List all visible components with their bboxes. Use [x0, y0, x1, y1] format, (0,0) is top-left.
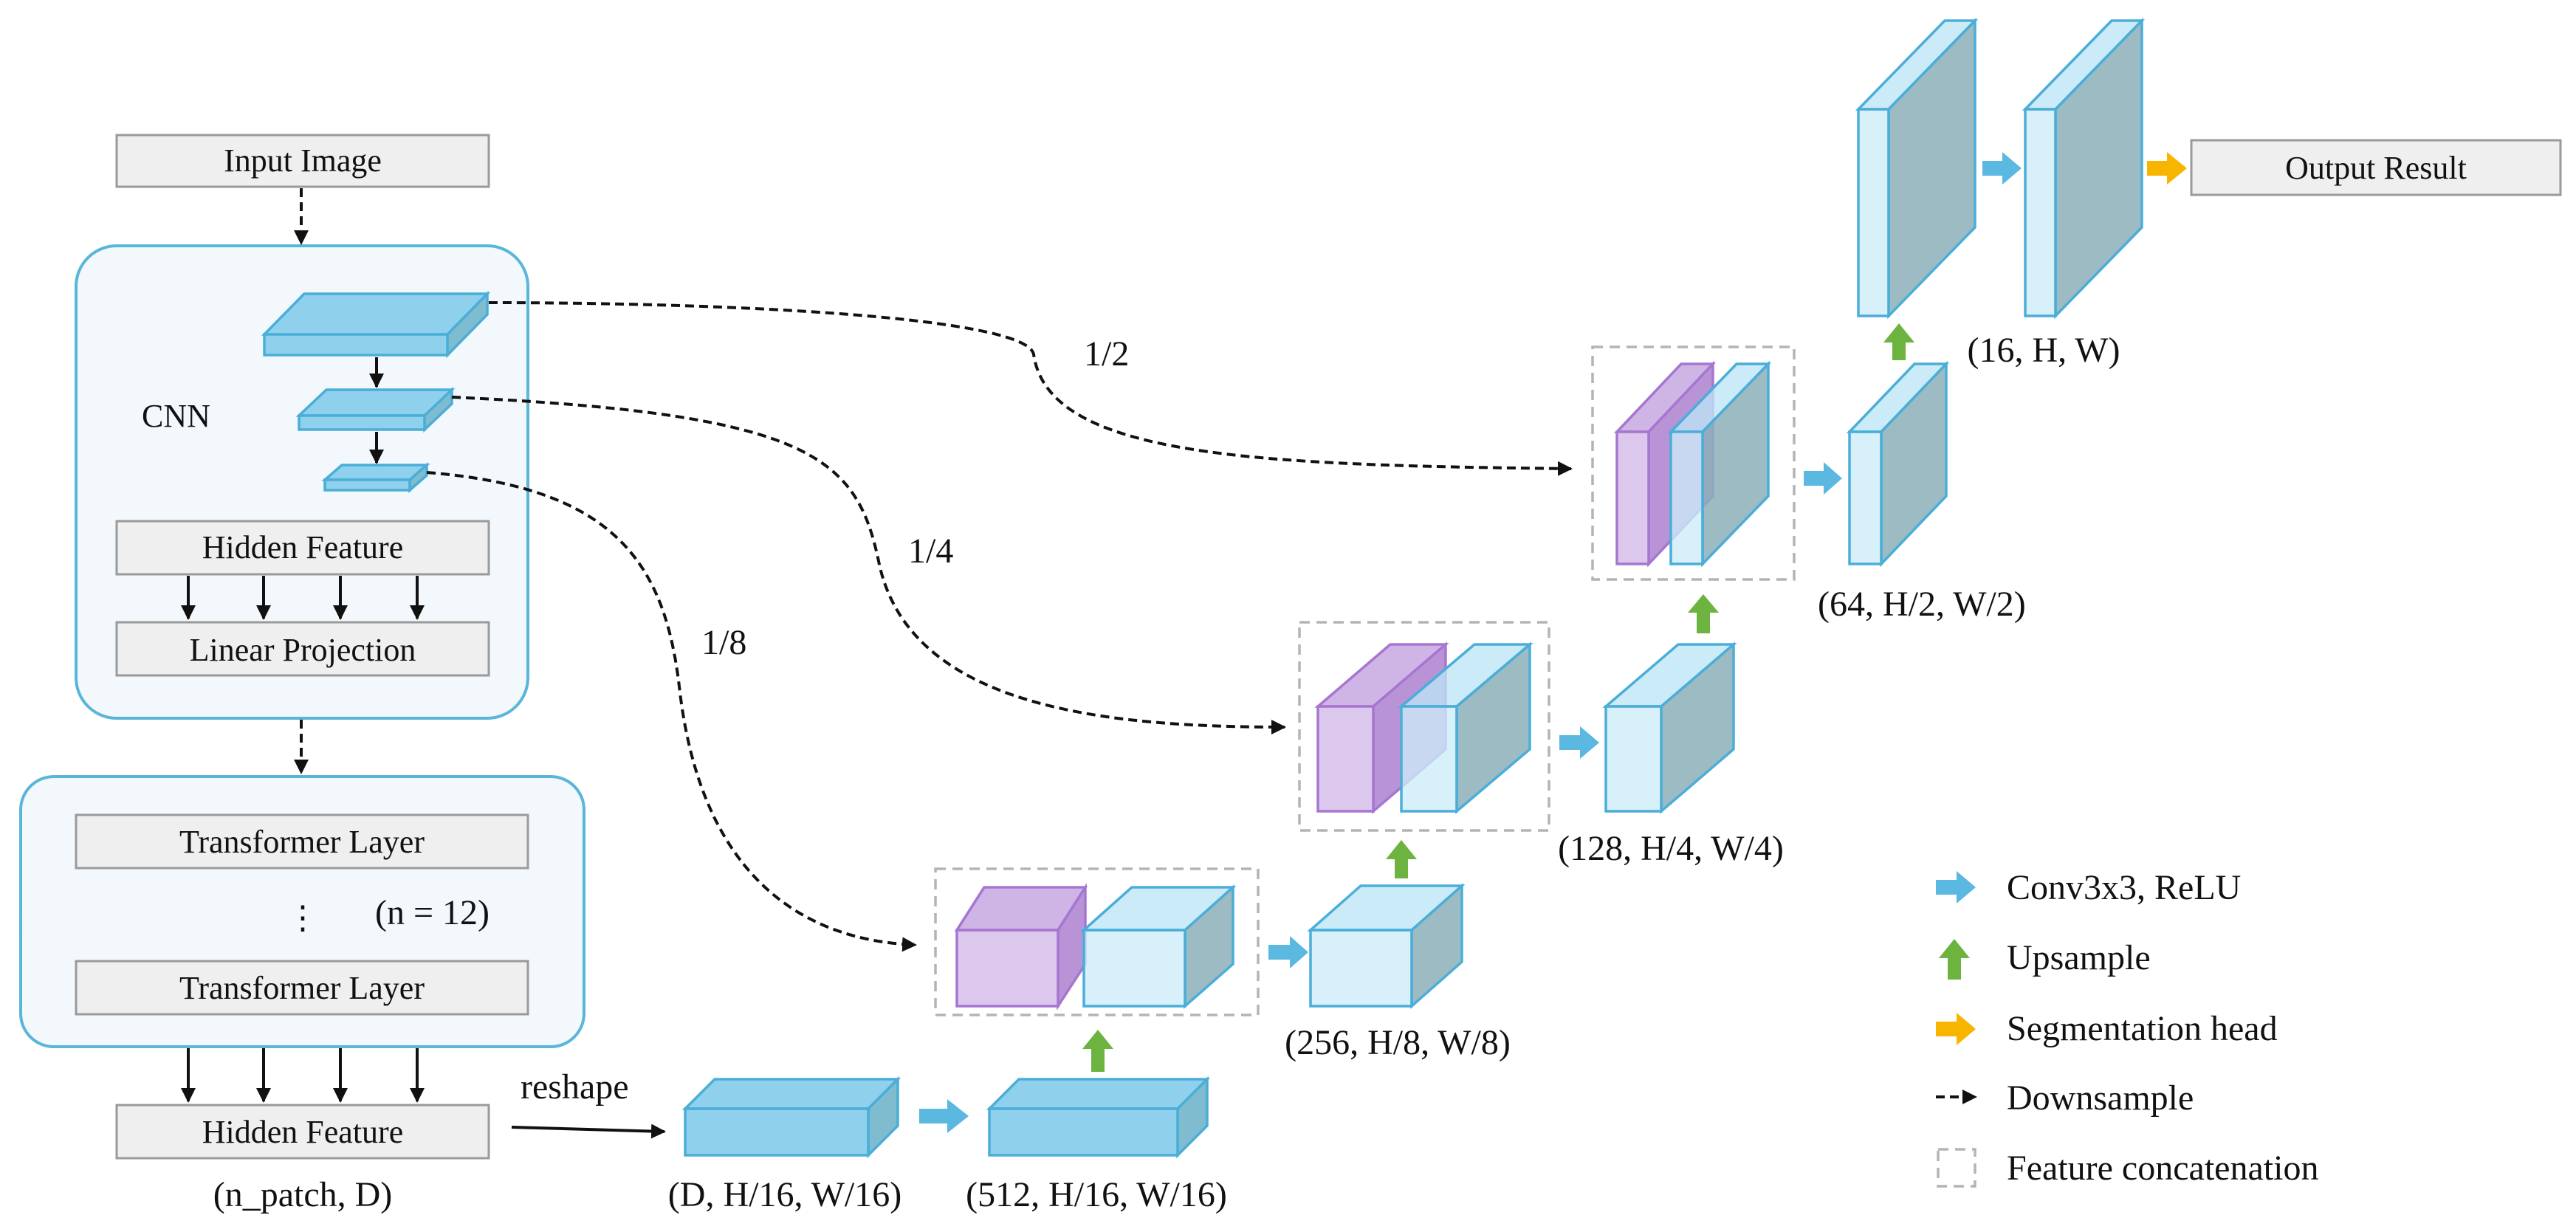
legend-conv-label: Conv3x3, ReLU	[2007, 868, 2241, 907]
conv-arrow-5	[1982, 152, 2022, 185]
output-result-box	[2190, 139, 2562, 196]
legend-item-concat: Feature concatenation	[1937, 1148, 2318, 1188]
decoder-feature-h2-concat	[1667, 360, 1772, 568]
feature-512-h16	[986, 1076, 1211, 1159]
segmentation-head-arrow	[2147, 152, 2187, 185]
dim-64-h2: (64, H/2, W/2)	[1818, 585, 2026, 624]
skip-connection-eighth	[426, 471, 917, 952]
skip-half-label: 1/2	[1084, 334, 1129, 374]
upsample-arrow-4	[1883, 323, 1914, 360]
decoder-feature-full-2	[2022, 17, 2146, 320]
legend-item-downsample: Downsample	[1936, 1078, 2194, 1118]
dim-128-h4: (128, H/4, W/4)	[1558, 829, 1784, 868]
layer-count-label: (n = 12)	[375, 893, 490, 932]
n-patch-label: (n_patch, D)	[213, 1175, 393, 1214]
decoder-feature-full-1	[1855, 17, 1979, 320]
hidden-feature-top-label: Hidden Feature	[202, 529, 403, 565]
conv-arrow-3	[1559, 726, 1599, 759]
legend-concat-label: Feature concatenation	[2007, 1149, 2318, 1188]
legend-item-conv: Conv3x3, ReLU	[1936, 868, 2241, 907]
yellow-arrow-icon	[1936, 1013, 1976, 1045]
transformer-layer-1-label: Transformer Layer	[179, 824, 425, 860]
linear-projection-label: Linear Projection	[190, 632, 416, 668]
upsample-arrow-1	[1082, 1030, 1113, 1072]
cnn-label: CNN	[142, 398, 210, 434]
linear-projection-box	[115, 621, 490, 677]
concat-box-h8	[934, 867, 1260, 1016]
decoder-feature-h8-concat	[1080, 884, 1237, 1009]
skip-connection-quarter	[451, 396, 1286, 734]
input-image-box	[115, 134, 490, 188]
transformer-layer-2-box	[75, 960, 529, 1016]
concat-box-h4	[1298, 621, 1550, 832]
skip-connection-half	[488, 301, 1573, 476]
cnn-feature-slab-3	[321, 462, 430, 493]
legend-item-seg-head: Segmentation head	[1936, 1009, 2278, 1048]
transformer-layer-2-label: Transformer Layer	[179, 970, 425, 1006]
upsample-arrow-3	[1688, 594, 1719, 633]
legend-downsample-label: Downsample	[2007, 1078, 2194, 1118]
conv-arrow-2	[1268, 936, 1308, 968]
green-up-arrow-icon	[1939, 939, 1970, 980]
upsample-arrow-2	[1386, 840, 1417, 878]
dim-d-h16: (D, H/16, W/16)	[668, 1175, 901, 1214]
cnn-feature-slab-1	[261, 290, 491, 359]
skip-eighth-label: 1/8	[701, 623, 746, 662]
output-result-label: Output Result	[2285, 150, 2467, 186]
hidden-feature-top-box	[115, 520, 490, 576]
cnn-feature-slab-2	[295, 386, 456, 433]
legend: Conv3x3, ReLU Upsample Segmentation head…	[1936, 868, 2318, 1188]
dim-512-h16: (512, H/16, W/16)	[966, 1175, 1227, 1214]
decoder-feature-h2	[1846, 360, 1950, 568]
reshape-arrow	[511, 1123, 666, 1139]
decoder-feature-h4-concat	[1398, 641, 1533, 814]
feature-d-h16	[681, 1076, 901, 1159]
dashed-square-icon	[1937, 1148, 1976, 1188]
input-image-label: Input Image	[224, 142, 382, 179]
hidden-feature-bottom-box	[115, 1104, 490, 1160]
skip-quarter-label: 1/4	[908, 531, 953, 571]
dim-256-h8: (256, H/8, W/8)	[1285, 1023, 1511, 1062]
layers-ellipsis: ⋮	[286, 900, 319, 936]
transformer-output-arrows	[181, 1048, 425, 1103]
reshape-label: reshape	[521, 1067, 629, 1107]
conv-arrow-1	[919, 1099, 969, 1133]
projection-arrows	[181, 576, 425, 620]
transformer-layer-1-box	[75, 813, 529, 870]
legend-item-upsample: Upsample	[1939, 938, 2151, 980]
decoder-feature-h8	[1307, 883, 1466, 1009]
concat-box-h2	[1591, 345, 1796, 581]
skip-feature-h8	[954, 883, 1088, 1011]
conv-arrow-4	[1804, 462, 1842, 495]
hidden-feature-bottom-label: Hidden Feature	[202, 1114, 403, 1150]
decoder-feature-h4	[1602, 641, 1737, 814]
blue-arrow-icon	[1936, 871, 1976, 904]
dim-16-h: (16, H, W)	[1967, 331, 2120, 370]
legend-upsample-label: Upsample	[2007, 938, 2151, 977]
legend-seg-head-label: Segmentation head	[2007, 1009, 2278, 1048]
